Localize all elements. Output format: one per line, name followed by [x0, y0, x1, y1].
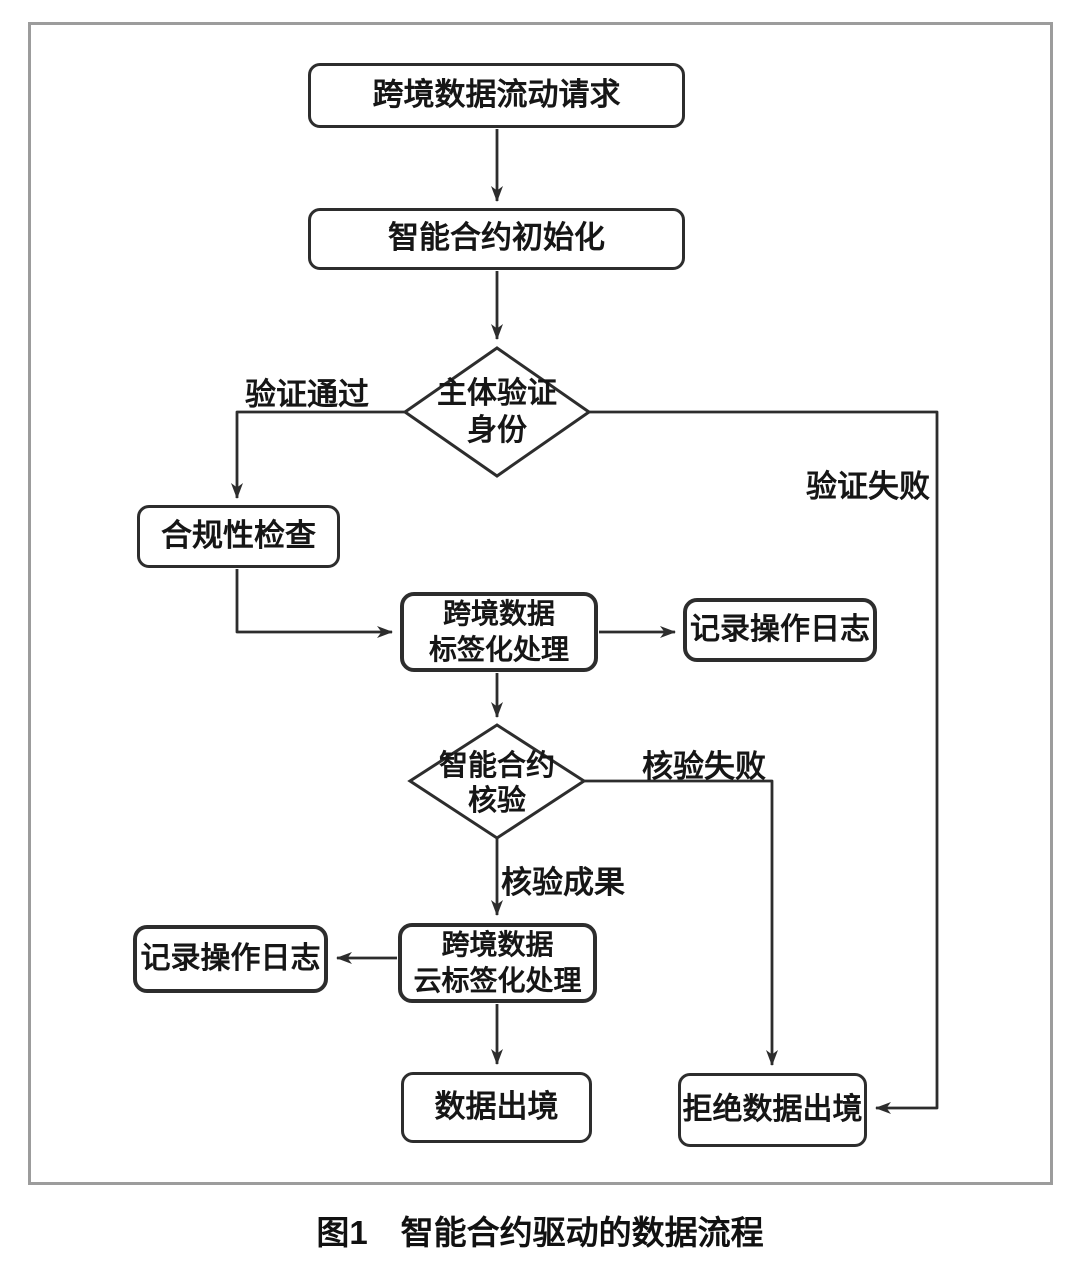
decision-contract-verify-label: 智能合约 核验 [438, 748, 555, 818]
decision-identity-check-shape [402, 346, 592, 478]
figure-caption: 图1 智能合约驱动的数据流程 [316, 1214, 764, 1251]
edge-label-verify-pass: 验证通过 [245, 377, 369, 413]
edge-verify-fail-to-reject [583, 779, 778, 1066]
decision-identity-check-label: 主体验证 身份 [437, 376, 557, 448]
edge-compliance-to-tagging [235, 569, 393, 638]
node-cloud-tagging: 跨境数据 云标签化处理 [398, 923, 597, 1003]
decision-contract-verify-shape [407, 723, 587, 840]
node-log-left: 记录操作日志 [133, 925, 328, 993]
edge-label-check-success: 核验成果 [501, 865, 625, 901]
node-compliance-check: 合规性检查 [137, 505, 340, 568]
node-cross-border-request: 跨境数据流动请求 [308, 63, 685, 128]
edge-label-check-fail: 核验失败 [642, 749, 766, 785]
node-data-exit: 数据出境 [401, 1072, 592, 1143]
edge-identity-pass-to-compliance [231, 410, 406, 499]
edge-label-verify-fail: 验证失败 [806, 469, 930, 505]
node-contract-init: 智能合约初始化 [308, 208, 685, 270]
node-log-right: 记录操作日志 [683, 598, 877, 662]
node-data-tagging: 跨境数据 标签化处理 [400, 592, 598, 672]
diagram-frame [28, 22, 1053, 1185]
node-reject-exit: 拒绝数据出境 [678, 1073, 867, 1147]
edge-identity-fail-to-reject [589, 410, 939, 1114]
